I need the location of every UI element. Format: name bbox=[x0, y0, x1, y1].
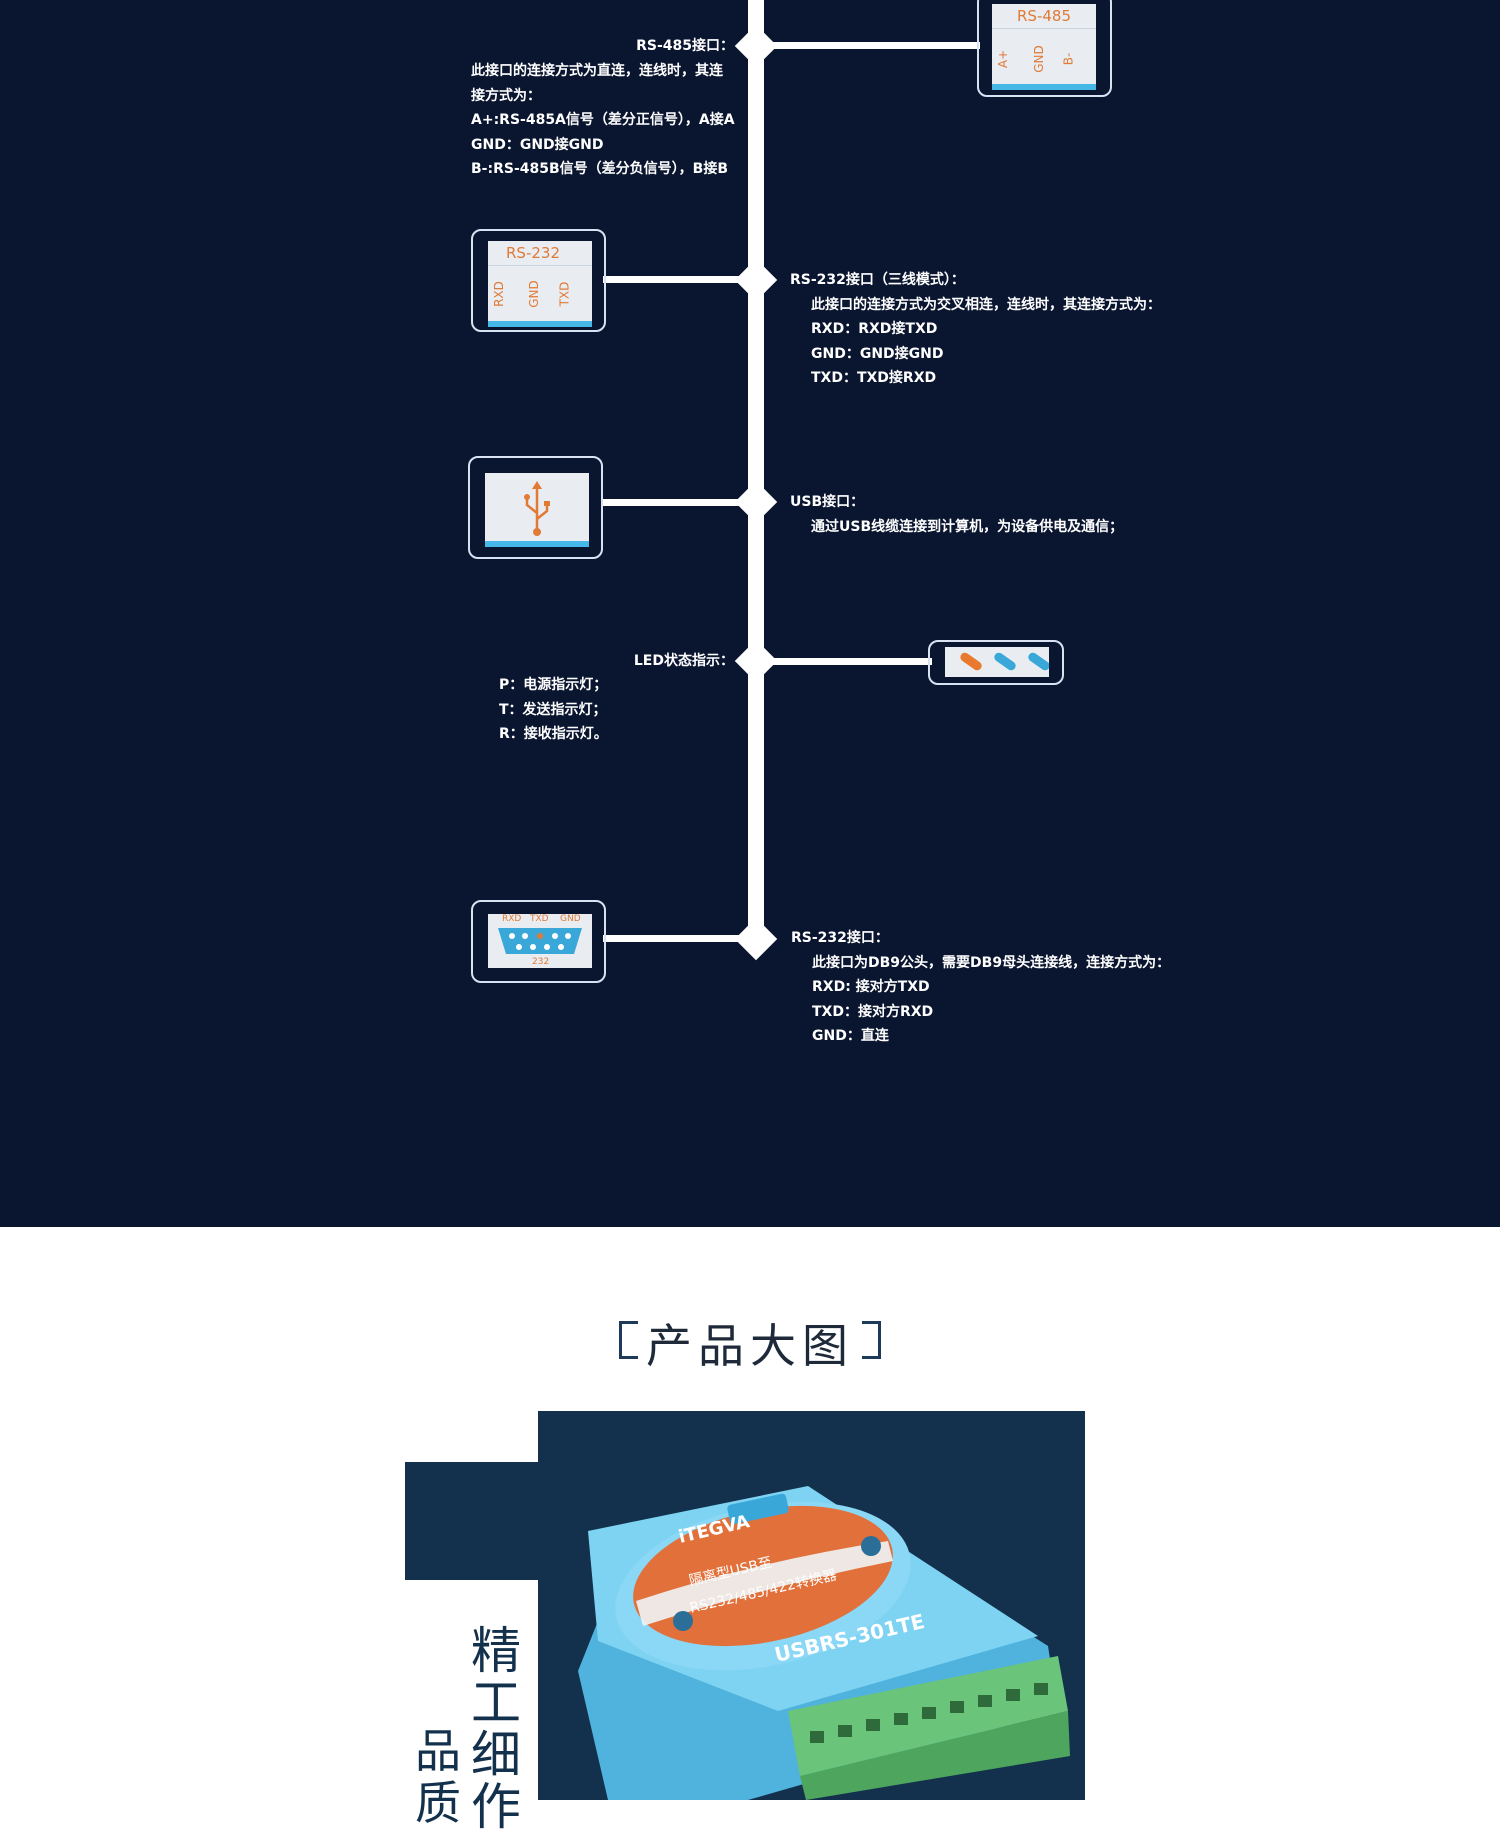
db9-pin-rxd: RXD bbox=[502, 914, 522, 924]
db9-pin-labels: RXD TXD GND bbox=[488, 914, 592, 925]
rs485-line-5: B-:RS-485B信号（差分负信号），B接B bbox=[471, 161, 728, 177]
rs232-three-line-1: 此接口的连接方式为交叉相连，连线时，其连接方式为： bbox=[811, 296, 1161, 313]
timeline-spine bbox=[748, 0, 764, 940]
rs485-line-1: 此接口的连接方式为直连，连线时，其连 bbox=[471, 63, 723, 79]
rs485-pin-gnd: GND bbox=[1031, 45, 1046, 73]
led-indicator bbox=[992, 650, 1018, 673]
led-line-2: T：发送指示灯； bbox=[499, 701, 607, 718]
rs232-pin-txd: TXD bbox=[557, 281, 572, 307]
thumb-usb bbox=[468, 456, 603, 559]
rs485-line-4: GND：GND接GND bbox=[471, 136, 604, 153]
accent-block bbox=[405, 1462, 539, 1580]
title-bracket-left bbox=[619, 1321, 638, 1359]
usb-icon bbox=[524, 481, 550, 536]
db9-thumb-label: 232 bbox=[532, 957, 550, 967]
rs232-pin-rxd: RXD bbox=[491, 281, 506, 307]
rs232-db9-line-2: RXD: 接对方TXD bbox=[812, 979, 930, 995]
title-bracket-right bbox=[862, 1321, 881, 1359]
db9-connector-icon bbox=[498, 928, 582, 954]
db9-pin-gnd: GND bbox=[560, 914, 581, 924]
product-photo-panel: iTEGVA 隔离型USB至 RS232/485/422转换器 USBRS-30… bbox=[538, 1411, 1085, 1800]
side-char: 作 bbox=[471, 1778, 521, 1836]
rs232-db9-title: RS-232接口： bbox=[791, 930, 889, 946]
side-text-b: 品 质 bbox=[412, 1725, 464, 1829]
rs232-db9-block: RS-232接口： 此接口为DB9公头，需要DB9母头连接线，连接方式为： RX… bbox=[791, 926, 1170, 1049]
thumb-rs232-db9: RXD TXD GND 232 bbox=[471, 900, 606, 983]
led-line-1: P：电源指示灯； bbox=[499, 677, 608, 693]
side-char: 精 bbox=[471, 1622, 521, 1680]
side-char: 质 bbox=[415, 1776, 461, 1830]
section-title-row: 产品大图 bbox=[0, 1310, 1500, 1376]
interface-timeline-section: RS-485 A+ GND B- RS-485接口： 此接口的连接方式为直连，连… bbox=[0, 0, 1500, 1227]
rs232-pin-gnd: GND bbox=[526, 280, 541, 308]
db9-pin-txd: TXD bbox=[530, 914, 549, 924]
rs485-thumb-label: RS-485 bbox=[1017, 7, 1071, 25]
connector-usb bbox=[601, 499, 746, 506]
led-strip bbox=[945, 647, 1049, 677]
rs232-three-block: RS-232接口（三线模式）： 此接口的连接方式为交叉相连，连线时，其连接方式为… bbox=[790, 268, 1161, 391]
rs232-db9-line-4: GND：直连 bbox=[812, 1028, 889, 1044]
thumb-rs485: RS-485 A+ GND B- bbox=[977, 0, 1112, 97]
usb-block: USB接口： 通过USB线缆连接到计算机，为设备供电及通信； bbox=[790, 490, 1123, 539]
rs485-title: RS-485接口： bbox=[636, 38, 734, 54]
led-description: P：电源指示灯； T：发送指示灯； R：接收指示灯。 bbox=[499, 673, 608, 747]
connector-led bbox=[770, 658, 932, 665]
side-char: 品 bbox=[415, 1724, 461, 1778]
rs232-three-line-4: TXD：TXD接RXD bbox=[811, 370, 937, 386]
rs485-line-2: 接方式为： bbox=[471, 87, 541, 104]
rs232-three-line-2: RXD：RXD接TXD bbox=[811, 321, 938, 337]
rs232-db9-line-3: TXD：接对方RXD bbox=[812, 1003, 934, 1020]
product-photo bbox=[578, 1486, 1070, 1800]
side-text-a: 精 工 细 作 bbox=[470, 1625, 522, 1833]
usb-line-1: 通过USB线缆连接到计算机，为设备供电及通信； bbox=[811, 518, 1124, 535]
usb-title: USB接口： bbox=[790, 494, 865, 510]
connector-rs485 bbox=[770, 42, 980, 49]
section-title: 产品大图 bbox=[646, 1319, 854, 1373]
rs232-thumb-label: RS-232 bbox=[506, 244, 560, 262]
rs485-description: 此接口的连接方式为直连，连线时，其连 接方式为： A+:RS-485A信号（差分… bbox=[471, 59, 735, 182]
thumb-rs232-three: RS-232 RXD GND TXD bbox=[471, 229, 606, 332]
side-char: 细 bbox=[471, 1726, 521, 1784]
thumb-led bbox=[928, 640, 1064, 685]
rs232-three-line-3: GND：GND接GND bbox=[811, 345, 944, 362]
led-indicator bbox=[958, 650, 984, 673]
connector-rs232-three bbox=[603, 276, 748, 283]
rs232-three-title: RS-232接口（三线模式）： bbox=[790, 272, 965, 288]
rs485-pin-a: A+ bbox=[996, 49, 1011, 69]
led-line-3: R：接收指示灯。 bbox=[499, 726, 608, 742]
side-char: 工 bbox=[471, 1674, 521, 1732]
led-title: LED状态指示： bbox=[633, 653, 734, 669]
rs485-line-3: A+:RS-485A信号（差分正信号），A接A bbox=[471, 112, 735, 128]
led-indicator bbox=[1026, 650, 1049, 673]
connector-rs232-db9 bbox=[603, 935, 748, 942]
rs232-db9-line-1: 此接口为DB9公头，需要DB9母头连接线，连接方式为： bbox=[812, 954, 1171, 971]
rs485-pin-b: B- bbox=[1061, 52, 1076, 66]
